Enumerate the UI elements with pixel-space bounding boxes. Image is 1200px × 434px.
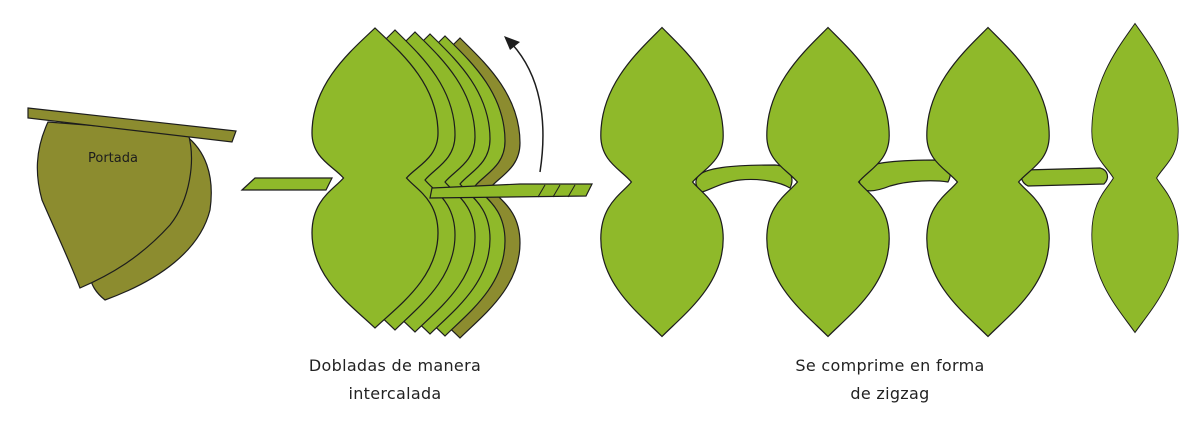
connector-3 [1020,167,1109,187]
spine-strip [240,177,333,191]
connector-1 [695,164,793,193]
caption-interleaved-line-2: intercalada [348,384,442,403]
caption-zigzag-line-1: Se comprime en forma [795,356,985,375]
caption-zigzag-line-2: de zigzag [850,384,930,403]
cover-front-flap [36,121,193,289]
spine-strip-right [429,183,593,199]
cover-illustration: Portada [27,107,237,301]
spine-fold-line-1 [537,184,546,198]
arrow-head-icon [504,36,520,50]
caption-interleaved: Dobladas de manera intercalada [270,352,520,408]
spine-fold-line-2 [552,184,561,198]
cover-spine-strip [27,107,237,143]
fold-direction-arrow [511,43,544,173]
caption-zigzag: Se comprime en forma de zigzag [760,352,1020,408]
caption-interleaved-line-1: Dobladas de manera [308,356,482,375]
cover-label: Portada [88,151,138,166]
spine-fold-line-3 [567,184,576,198]
zigzag-illustration [600,22,1179,338]
interleaved-pages-illustration [240,27,593,339]
